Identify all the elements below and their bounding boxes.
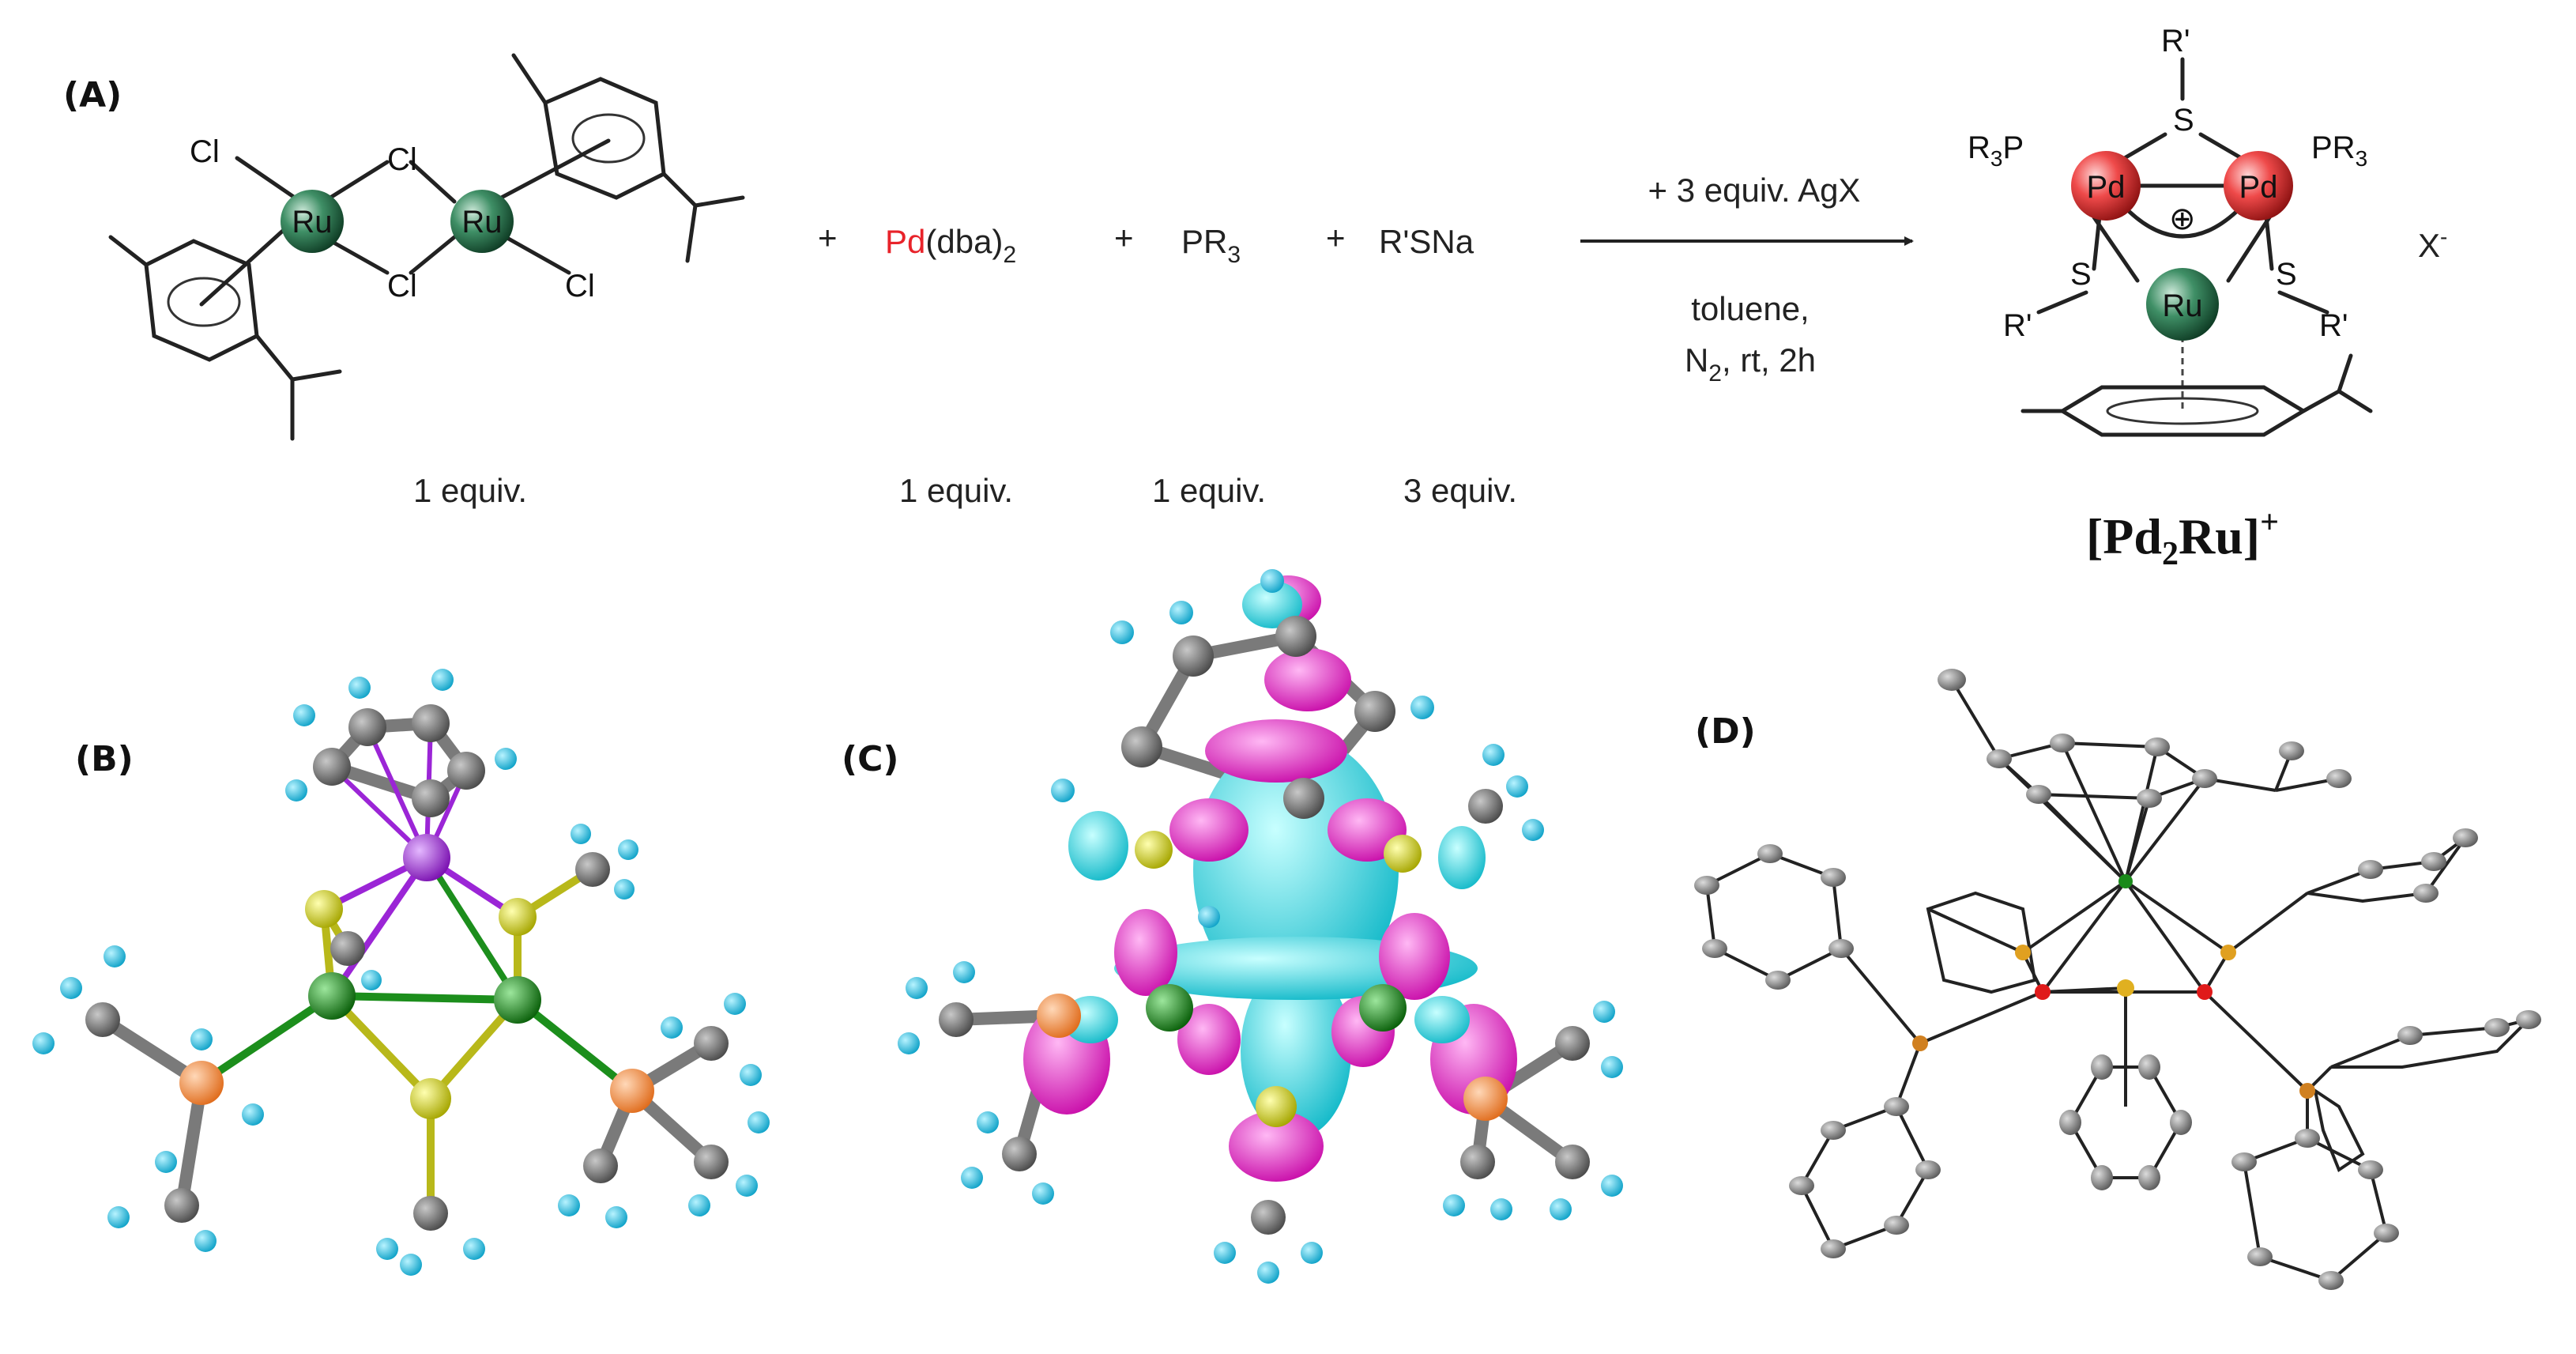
product-pd-1 bbox=[2071, 151, 2141, 221]
product-r-left: R' bbox=[2003, 308, 2032, 343]
plus-1: + bbox=[818, 219, 838, 256]
plus-2: + bbox=[1114, 219, 1134, 256]
right-arene-ring bbox=[543, 77, 666, 200]
panel-c-label: (C) bbox=[842, 739, 899, 779]
ru-atom-2-label: Ru bbox=[461, 205, 502, 239]
arrow-conditions: N2, rt, 2h bbox=[1685, 341, 1816, 387]
product-r-top: R' bbox=[2161, 24, 2190, 58]
arrow-reagent: + 3 equiv. AgX bbox=[1648, 172, 1861, 209]
product-pr3-right: PR3 bbox=[2311, 130, 2367, 171]
reactant3-formula: PR3 bbox=[1181, 223, 1241, 268]
product-pd-1-label: Pd bbox=[2087, 170, 2126, 205]
panel-a: (A) Ru bbox=[63, 24, 2447, 572]
product-pd-2 bbox=[2224, 151, 2293, 221]
counterion: X- bbox=[2418, 224, 2447, 264]
product-r-right: R' bbox=[2319, 308, 2348, 343]
ru-atom-2 bbox=[450, 190, 514, 253]
product-pr3-left: R3P bbox=[1968, 130, 2024, 171]
cl-label-3: Cl bbox=[387, 269, 417, 304]
cl-label-1: Cl bbox=[190, 134, 220, 169]
ru-atom-1 bbox=[281, 190, 344, 253]
panel-b-bonds bbox=[96, 717, 717, 1213]
panel-b-label: (B) bbox=[75, 739, 134, 779]
reactant1-equiv: 1 equiv. bbox=[413, 472, 527, 509]
orbital-lobe-center bbox=[1193, 735, 1399, 1004]
reactant2-equiv: 1 equiv. bbox=[899, 472, 1013, 509]
arrow-solvent: toluene, bbox=[1691, 290, 1809, 327]
product-ru-label: Ru bbox=[2162, 289, 2202, 323]
panel-d-atoms bbox=[1694, 669, 2541, 1290]
panel-c: (C) bbox=[842, 569, 1623, 1284]
product-pd-2-label: Pd bbox=[2239, 170, 2278, 205]
panel-d-label: (D) bbox=[1695, 711, 1756, 752]
product-name: [Pd2Ru]+ bbox=[2086, 504, 2279, 572]
ru-atom-1-label: Ru bbox=[292, 205, 332, 239]
product-s-top: S bbox=[2173, 103, 2194, 138]
product-ru bbox=[2146, 268, 2219, 341]
reactant2-formula: Pd(dba)2 bbox=[885, 223, 1016, 268]
reactant4-formula: R'SNa bbox=[1379, 223, 1474, 260]
panel-d-ortep bbox=[1704, 678, 2534, 1283]
reactant3-equiv: 1 equiv. bbox=[1152, 472, 1266, 509]
cl-label-4: Cl bbox=[565, 269, 595, 304]
panel-a-label: (A) bbox=[63, 75, 122, 115]
product-s-right: S bbox=[2276, 257, 2297, 292]
plus-3: + bbox=[1326, 219, 1346, 256]
panel-c-atoms bbox=[898, 569, 1623, 1284]
product-s-left: S bbox=[2070, 257, 2092, 292]
product-structure: R' S Pd Pd Ru ⊕ S bbox=[1968, 24, 2373, 437]
product-charge: ⊕ bbox=[2169, 202, 2196, 236]
reactant4-equiv: 3 equiv. bbox=[1403, 472, 1517, 509]
panel-b: (B) bbox=[32, 669, 770, 1276]
ru-dimer-structure: Ru Ru Cl Cl Cl Cl bbox=[108, 53, 745, 441]
panel-d: (D) bbox=[1694, 669, 2541, 1290]
panel-b-atoms bbox=[32, 669, 770, 1276]
cl-label-2: Cl bbox=[387, 142, 417, 177]
